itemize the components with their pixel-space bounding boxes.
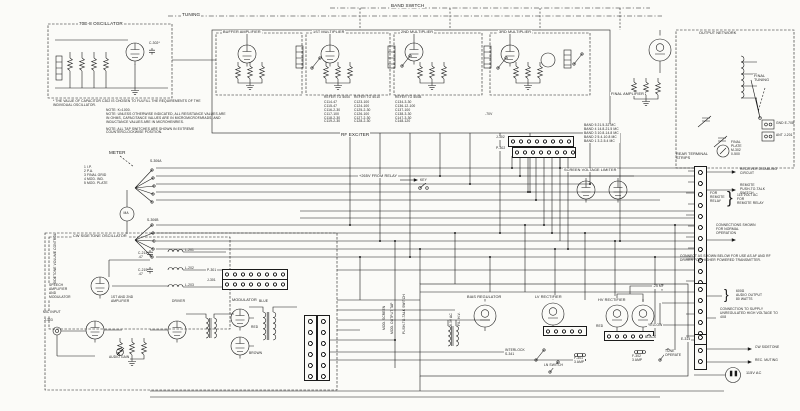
amp-1-2-label: 1ST AND 2ND AMPLIFIER	[110, 295, 135, 304]
audio-output-strip	[694, 283, 707, 335]
l201-label: L-201	[185, 248, 194, 252]
brown-wire-label: BROWN	[248, 351, 264, 356]
driver-label: DRIVER	[171, 299, 187, 304]
refer-table-3-title: REFER TO 500B	[394, 95, 423, 100]
f301-label: F-301 3 AMP	[573, 356, 586, 365]
j301-label: J-301	[206, 278, 217, 283]
mult2-section-label: 2ND MULTIPLIER	[400, 30, 435, 35]
screen-limiter-label: SCREEN VOLTAGE LIMITER	[563, 168, 618, 173]
receiver-disabling-note: RECEIVER DISABLING CIRCUIT	[740, 167, 778, 175]
lv-rectifier-label: LV RECTIFIER	[534, 295, 563, 300]
band-list: BAND 5 21.5-32 MC BAND 4 14.8-21.5 MC BA…	[583, 123, 620, 144]
ac-line-label: 115V AC	[746, 371, 762, 375]
ant-terminal-label: ANT J-201	[776, 133, 793, 137]
speech-amp-label: SPEECH AMPLIFIER AND MODULATOR	[48, 283, 72, 300]
gnd-terminal-label: GND E-708	[776, 121, 794, 125]
ln-switch-label: LN SWITCH	[543, 363, 565, 368]
mod-screen-label: MOD. SCREEN	[382, 305, 386, 330]
hv-connection-note: CONNECTION TO SUPPLY UNREGULATED HIGH VO…	[720, 307, 778, 319]
red-wire-label: RED	[250, 325, 260, 330]
l202-label: L-202	[185, 266, 194, 270]
modulator-label: MODULATOR	[231, 298, 258, 303]
refer-table-2-title: REFER TO 5010	[353, 95, 382, 100]
sidetone-strip	[694, 344, 707, 370]
key-label: KEY	[419, 178, 428, 183]
terminal-strip-j302	[508, 136, 574, 147]
neg70-label: -70V	[484, 112, 494, 117]
sidetone-volume-label: SIDETONE VOLUME CONTROL	[53, 233, 57, 284]
terminal-strip-j301	[222, 279, 288, 290]
l203-label: L-203	[185, 283, 194, 287]
final-amp-label: FINAL AMPLIFIER	[610, 92, 646, 97]
p301-label: P-301	[206, 268, 218, 273]
band-switch-label: BAND SWITCH	[390, 3, 426, 9]
black-wire-label: BLACK	[644, 335, 658, 340]
terminal-strip-left-a	[304, 315, 317, 381]
final-tuning-label: FINAL TUNING	[753, 74, 771, 83]
relay-feed-label: +265V FROM RELAY	[358, 174, 399, 179]
units-note: NOTE: UNLESS OTHERWISE INDICATED, ALL RE…	[106, 112, 226, 124]
sidetone-osc-label: CW SIDETONE OSCILLATOR	[72, 234, 128, 239]
rec-muting-note: REC. MUTING	[755, 358, 778, 362]
bias-strip	[543, 326, 587, 336]
meter-label: METER	[108, 150, 127, 156]
mod-output-tap-label: MOD. OUTPUT TAP	[390, 302, 394, 334]
blue-wire-label: BLUE	[258, 299, 270, 304]
yellow-wire-label: YELLOW	[647, 323, 664, 328]
rear-terminal-title: REAR TERMINAL STRIPS	[676, 152, 709, 161]
tuning-label: TUNING	[181, 12, 202, 18]
interlock-label: INTERLOCK S-341	[504, 348, 526, 357]
v115-remote-note: 115 VOLT AC FOR REMOTE RELAY	[737, 193, 764, 205]
ptt-label: PUSH-TO-TALK SWITCH	[402, 294, 406, 334]
tune-operate-label: TUNE OPERATE	[664, 349, 683, 358]
v63-label: 6.3V AC	[449, 313, 453, 326]
buffer-section-label: BUFFER AMPLIFIER	[222, 30, 262, 35]
c214-label: C-214 .47	[138, 251, 148, 259]
c219-label: C-219 .47	[138, 268, 148, 276]
meter-scale-label: MA	[123, 211, 129, 215]
terminal-strip-p302	[512, 147, 576, 158]
mult1-section-label: 1ST MULTIPLIER	[312, 30, 346, 35]
audio-gain-label: AUDIO GAIN	[108, 355, 131, 360]
audio-output-note: 600Ω AUDIO OUTPUT 80 WATTS	[736, 289, 763, 301]
mic-jack-label: J-303	[44, 318, 53, 322]
normal-operation-note: CONNECTIONS SHOWN FOR NORMAL OPERATION	[716, 223, 756, 235]
refer-table-2: C123-100 C124-100 C125-2-30 C126-100 C12…	[353, 100, 372, 125]
meter-switch-a-label: S-306A	[150, 159, 162, 163]
final-plate-meter-label: FINAL PLATE M-302 0-500	[731, 140, 742, 156]
mic-input-label: MIC INPUT	[42, 310, 62, 315]
hv-rectifier-label: HV RECTIFIER	[597, 298, 627, 303]
refer-table-1: C114-47 C115-47 C116-2-30 C117-100 C118-…	[323, 100, 342, 125]
p302-label: P-302	[495, 146, 507, 151]
connect-below-note: CONNECT AS SHOWN BELOW FOR USE AS AF AND…	[680, 254, 771, 262]
refer-table-1-title: REFER TO 5000	[323, 95, 352, 100]
j302-label: J-302	[495, 135, 506, 140]
cw-sidetone-note: CW SIDETONE	[755, 345, 780, 349]
oscillator-section-label: 70E-8 OSCILLATOR	[78, 21, 124, 27]
remote-relay-brace: }	[727, 188, 733, 207]
rf-exciter-label: RF EXCITER	[340, 132, 371, 138]
remote-ptt-note: REMOTE PUSH-TO-TALK SWITCH	[740, 183, 766, 195]
tap-switch-note: NOTE: ALL TAP SWITCHES ARE SHOWN IN EXTR…	[106, 126, 195, 135]
bias-regulator-label: BIAS REGULATOR	[466, 295, 503, 300]
terminal-strip-left-b	[317, 315, 330, 381]
fil-hv-label: FIL. H.V.	[457, 312, 461, 326]
red-wire-label-2: RED	[595, 324, 605, 329]
mult3-section-label: 3RD MULTIPLIER	[498, 30, 533, 35]
capacitor-note: * THE VALUE OF CAPACITOR C302 IS CHOSEN …	[53, 99, 201, 107]
refer-table-3: C134-3-30 C136-12-100 C137-100 C138-3-30…	[394, 100, 417, 125]
c302-label: C-302*	[148, 41, 161, 46]
k-note: NOTE: K=1000.	[106, 108, 131, 112]
f302-label: F-302 3 AMP	[631, 354, 644, 363]
audio-output-brace: }	[724, 286, 729, 302]
e314-label: E-314	[680, 337, 692, 342]
c25-label: .25 MF	[652, 284, 665, 289]
meter-position-list: 1 I.P. 2 P.A. 3 FINAL GRID 4 MOD. IND. 5…	[84, 165, 108, 185]
meter-switch-b-label: S-306B	[147, 218, 159, 222]
for-remote-relay-note: FOR REMOTE RELAY	[710, 191, 725, 203]
output-network-label: OUTPUT NETWORK	[698, 31, 738, 36]
